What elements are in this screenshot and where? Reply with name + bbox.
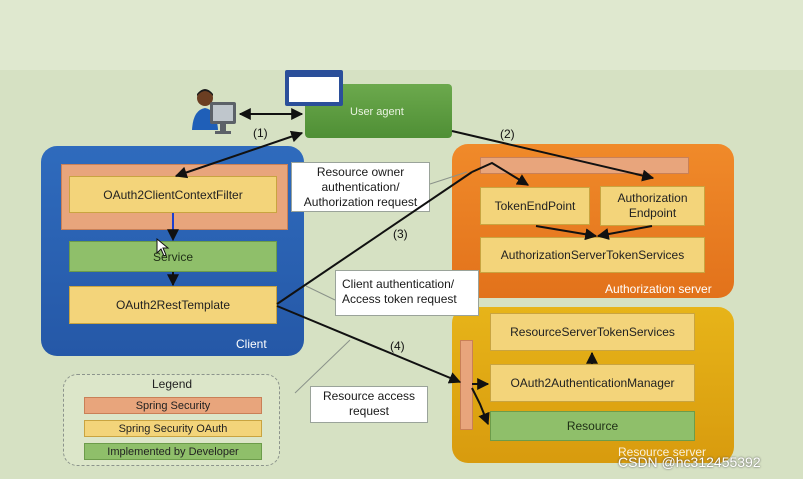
step-label-2: (2) <box>500 127 515 141</box>
step-label-3: (3) <box>393 227 408 241</box>
browser-window-screen <box>289 77 339 102</box>
step-label-4: (4) <box>390 339 405 353</box>
resource-owner-callout-pointer <box>429 171 468 185</box>
oauth2-rest-template: OAuth2RestTemplate <box>69 286 277 324</box>
resource-owner-authentication-callout: Resource owner authentication/ Authoriza… <box>291 162 430 212</box>
browser-window-icon <box>285 70 343 106</box>
mouse-cursor-icon <box>156 238 170 257</box>
user-agent-to-context-filter-arrow <box>174 130 304 179</box>
user-head <box>197 90 213 106</box>
oauth2-authentication-manager: OAuth2AuthenticationManager <box>490 364 695 402</box>
authorization-endpoint-line1: Authorization <box>617 191 688 205</box>
resource-box: Resource <box>490 411 695 441</box>
top-band <box>0 0 803 70</box>
resource-access-callout: Resource access request <box>310 386 428 423</box>
watermark: CSDN @hc312455392 <box>618 454 761 470</box>
legend-item-implemented-by-developer: Implemented by Developer <box>84 443 262 460</box>
authorization-server-spring-security-bar <box>480 157 689 174</box>
monitor-screen <box>213 105 233 121</box>
resource-server-token-services: ResourceServerTokenServices <box>490 313 695 351</box>
resource-owner-line2: authentication/ <box>321 180 400 194</box>
oauth2-client-context-filter: OAuth2ClientContextFilter <box>69 176 277 213</box>
token-endpoint-entry-arrow <box>471 161 530 186</box>
authorization-server-panel-label: Authorization server <box>605 282 712 296</box>
client-authentication-callout: Client authentication/ Access token requ… <box>335 270 479 316</box>
legend-item-spring-security: Spring Security <box>84 397 262 414</box>
authorization-endpoint: Authorization Endpoint <box>600 186 705 226</box>
authorization-endpoint-to-token-services-arrow <box>596 225 653 240</box>
authorization-endpoint-line2: Endpoint <box>628 206 677 220</box>
client-auth-callout-pointer <box>305 285 336 301</box>
rest-template-to-resource-server-arrow <box>276 305 462 384</box>
user-agent-to-authorization-endpoint-arrow <box>451 130 655 182</box>
resource-access-line1: Resource access <box>322 389 416 403</box>
step-label-1: (1) <box>253 126 268 140</box>
token-endpoint: TokenEndPoint <box>480 187 590 225</box>
client-auth-line1: Client authentication/ <box>342 277 455 291</box>
filter-bar-to-resource-arrow <box>471 387 490 426</box>
legend: Legend Spring Security Spring Security O… <box>63 374 280 466</box>
authorization-server-token-services: AuthorizationServerTokenServices <box>480 237 705 273</box>
monitor-stand <box>220 124 226 132</box>
client-auth-line2: Access token request <box>342 292 457 306</box>
rest-template-to-token-endpoint-arrow <box>276 171 473 305</box>
resource-access-line2: request <box>348 404 390 418</box>
resource-server-panel-label: Resource server <box>618 445 707 459</box>
user-agent-label: User agent <box>350 106 404 118</box>
user-hair <box>197 89 213 96</box>
token-endpoint-to-token-services-arrow <box>535 225 598 241</box>
resource-owner-line3: Authorization request <box>303 195 418 209</box>
client-panel-label: Client <box>236 337 267 351</box>
legend-item-spring-security-oauth: Spring Security OAuth <box>84 420 262 437</box>
user-at-computer-icon <box>192 89 236 134</box>
legend-title: Legend <box>152 377 193 391</box>
resource-access-callout-pointer <box>294 339 351 394</box>
resource-owner-line1: Resource owner <box>316 165 405 179</box>
